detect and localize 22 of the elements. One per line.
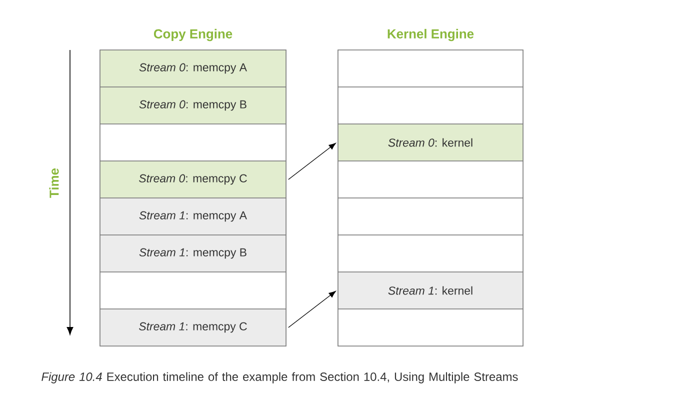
timeline-cell: Stream 0: memcpy B xyxy=(100,86,286,124)
column-heading: Kernel Engine xyxy=(388,28,474,42)
empty-cell xyxy=(338,308,524,346)
timeline-cell: Stream 0: memcpy A xyxy=(100,50,286,88)
empty-cell xyxy=(338,86,524,124)
empty-cell xyxy=(100,124,286,162)
timeline-cell: Stream 1: memcpy C xyxy=(100,308,286,346)
arrow xyxy=(288,143,336,180)
timeline-cell: Stream 0: memcpy C xyxy=(100,160,286,198)
axis-label: Time xyxy=(49,168,59,198)
empty-cell xyxy=(338,160,524,198)
arrow xyxy=(288,291,336,328)
timeline-cell: Stream 1: memcpy B xyxy=(100,234,286,272)
timeline-cell: Stream 0: kernel xyxy=(338,124,524,162)
empty-cell xyxy=(338,234,524,272)
empty-cell xyxy=(100,272,286,310)
empty-cell xyxy=(338,198,524,236)
empty-cell xyxy=(338,50,524,88)
timeline-cell: Stream 1: memcpy A xyxy=(100,198,286,236)
column-heading: Copy Engine xyxy=(154,28,232,42)
figure-caption: Figure 10.4 Execution timeline of the example from Section 10.4, Using Multiple Streams xyxy=(42,372,518,384)
timeline-cell: Stream 1: kernel xyxy=(338,272,524,310)
